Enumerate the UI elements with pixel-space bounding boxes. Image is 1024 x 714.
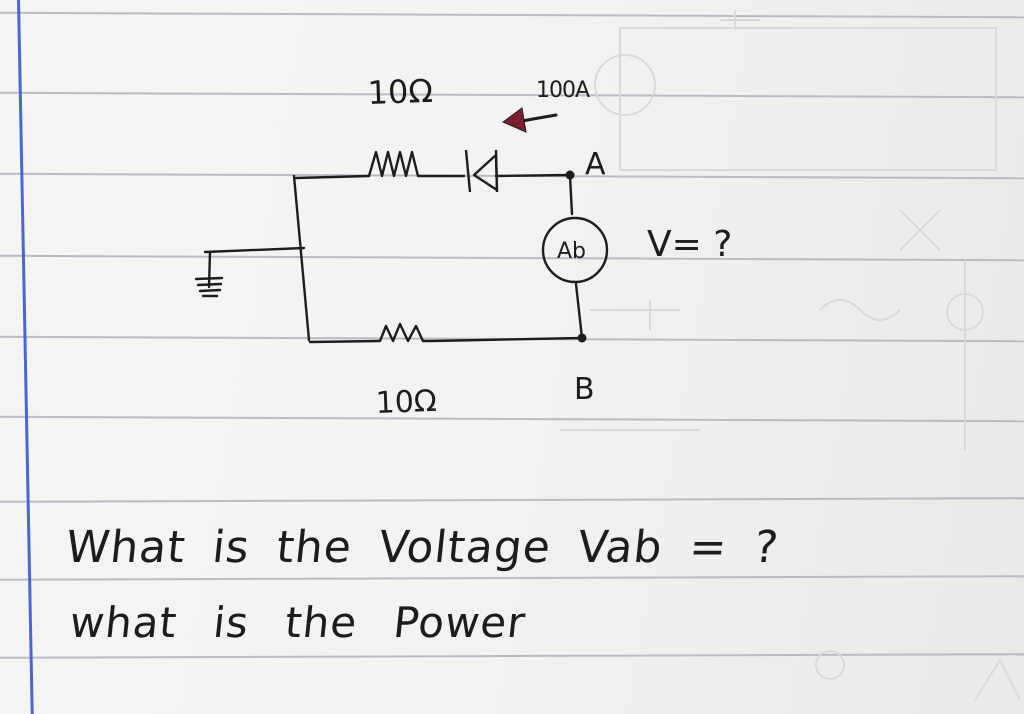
node-b-dot	[577, 333, 587, 343]
resistor-bottom	[378, 322, 432, 343]
question-power: what is the Power	[67, 598, 529, 647]
question-voltage: What is the Voltage Vab = ?	[63, 522, 782, 573]
voltage-query: V= ?	[647, 224, 732, 265]
current-label: 100A	[536, 78, 590, 103]
resistor-top	[367, 150, 426, 178]
voltmeter-label: Ab	[557, 239, 586, 264]
resistor-top-label: 10Ω	[367, 72, 433, 112]
node-b-label: B	[574, 372, 595, 407]
bleed-through-marks	[560, 10, 1021, 701]
node-a-dot	[565, 170, 575, 180]
resistor-bottom-label: 10Ω	[375, 384, 437, 421]
current-arrow-icon	[502, 107, 558, 133]
circuit-wires	[203, 173, 584, 344]
voltmeter-symbol	[541, 216, 609, 284]
diode-symbol	[464, 149, 499, 193]
ground-symbol	[194, 276, 224, 298]
node-a-label: A	[585, 147, 606, 182]
